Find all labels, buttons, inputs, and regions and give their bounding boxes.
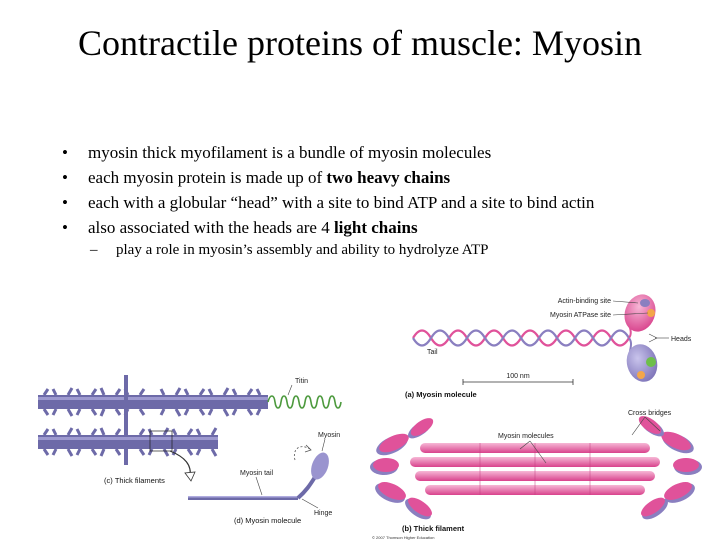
bullet-text: myosin thick myofilament is a bundle of … bbox=[88, 143, 492, 162]
bullet-dot-icon: • bbox=[62, 193, 68, 212]
figure-thick-filament: Cross bridges Myosin molecules (b) Thick… bbox=[370, 410, 702, 540]
bullet-text: also associated with the heads are 4 bbox=[88, 218, 334, 237]
figure-a-caption: (a) Myosin molecule bbox=[405, 390, 477, 399]
figure-thick-filaments-left: Titin (c) Thick filaments Myosin Myosin … bbox=[38, 375, 342, 525]
sub-bullet-text: play a role in myosin’s assembly and abi… bbox=[116, 242, 489, 258]
bullet-dot-icon: • bbox=[62, 168, 68, 187]
copyright-text: © 2007 Thomson Higher Education bbox=[372, 535, 434, 540]
myosin-label: Myosin bbox=[318, 432, 340, 439]
titin-label: Titin bbox=[295, 378, 308, 385]
bullet-text: each with a globular “head” with a site … bbox=[88, 193, 595, 212]
thick-filament-lower bbox=[38, 427, 218, 457]
figure-c-caption: (c) Thick filaments bbox=[104, 476, 165, 485]
dash-icon: – bbox=[90, 242, 98, 258]
tail-label: Tail bbox=[427, 349, 438, 356]
actin-binding-site-label: Actin-binding site bbox=[558, 298, 611, 305]
z-line bbox=[124, 375, 128, 465]
myosin-tail-helix-purple bbox=[412, 329, 630, 347]
thick-filament-bundle bbox=[370, 416, 702, 520]
bullet-item: • each myosin protein is made up of two h… bbox=[62, 168, 672, 188]
bullet-item: • each with a globular “head” with a site… bbox=[62, 193, 672, 213]
cross-bridges-label: Cross bridges bbox=[628, 410, 672, 417]
figure-myosin-molecule: Actin-binding site Myosin ATPase site He… bbox=[405, 294, 692, 399]
atpase-site-label: Myosin ATPase site bbox=[550, 312, 611, 319]
figure-b-caption: (b) Thick filament bbox=[402, 524, 465, 533]
single-myosin-molecule bbox=[188, 444, 329, 500]
bullet-dot-icon: • bbox=[62, 143, 68, 162]
bullet-list: • myosin thick myofilament is a bundle of… bbox=[62, 143, 672, 265]
thick-filament-upper bbox=[38, 387, 268, 417]
myosin-tail-label: Myosin tail bbox=[240, 470, 274, 477]
bullet-text: each myosin protein is made up of bbox=[88, 168, 327, 187]
zoom-box bbox=[149, 430, 173, 452]
myosin-molecules-label: Myosin molecules bbox=[498, 433, 554, 440]
figure-d-caption: (d) Myosin molecule bbox=[234, 516, 301, 525]
slide-title: Contractile proteins of muscle: Myosin bbox=[78, 23, 642, 63]
myosin-head-lower bbox=[626, 344, 658, 382]
sub-bullet-item: – play a role in myosin’s assembly and ab… bbox=[62, 240, 672, 260]
bullet-item: • also associated with the heads are 4 li… bbox=[62, 218, 672, 238]
heads-label: Heads bbox=[671, 336, 692, 343]
titin-coil bbox=[267, 395, 342, 409]
bullet-bold-text: light chains bbox=[333, 218, 418, 237]
scale-label: 100 nm bbox=[506, 373, 530, 380]
bullet-item: • myosin thick myofilament is a bundle of… bbox=[62, 143, 672, 163]
bullet-dot-icon: • bbox=[62, 218, 68, 237]
bullet-bold-text: two heavy chains bbox=[326, 168, 451, 187]
hinge-label: Hinge bbox=[314, 510, 332, 517]
myosin-head-d bbox=[311, 452, 329, 480]
